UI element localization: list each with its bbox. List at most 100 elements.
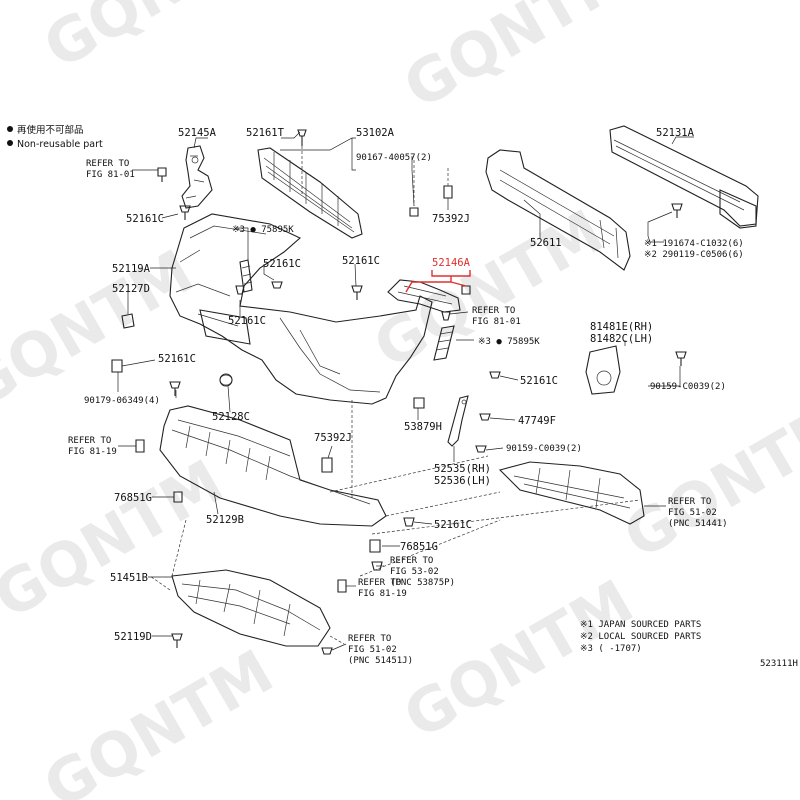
part-label: 52161C	[434, 519, 472, 531]
absorber-52611-drawing	[485, 149, 631, 271]
part-label: 90159-C0039(2)	[506, 444, 582, 454]
refer-label: FIG 81-01	[86, 170, 135, 180]
part-label: 90179-06349(4)	[84, 396, 160, 406]
refer-label: REFER TO	[390, 556, 433, 566]
part-label: 81482C(LH)	[590, 333, 653, 345]
highlight-bracket	[405, 270, 471, 293]
watermark-text: GQNTM	[393, 0, 645, 123]
watermark-text: GQNTM	[613, 387, 800, 573]
refer-label: REFER TO	[472, 306, 515, 316]
strip-75895K-drawing	[239, 259, 455, 361]
refer-label: REFER TO	[68, 436, 111, 446]
part-label: 51451B	[110, 572, 148, 584]
refer-label: FIG 81-19	[358, 589, 407, 599]
part-label: 76851G	[400, 541, 438, 553]
cap-52127D-drawing	[121, 313, 135, 329]
clip-icon	[135, 439, 381, 593]
leader-lines	[117, 131, 694, 651]
part-label: 52161C	[263, 258, 301, 270]
part-label: 52161C	[158, 353, 196, 365]
footnote: ※3 ( -1707)	[580, 644, 642, 654]
clip-icon	[157, 167, 167, 182]
screw-icon	[475, 413, 491, 453]
reinforcement-52131A-drawing	[609, 125, 759, 229]
part-label: 75392J	[432, 213, 470, 225]
screw-icon	[297, 129, 307, 146]
part-label: 52161C	[126, 213, 164, 225]
legend-dot-icon	[7, 140, 13, 146]
refer-label: (PNC 51451J)	[348, 656, 413, 666]
lower-grille-52129B-drawing	[159, 405, 387, 527]
refer-label: REFER TO	[668, 497, 711, 507]
refer-label: FIG 53-02	[390, 567, 439, 577]
part-label: ※1 191674-C1032(6)	[644, 239, 744, 249]
fog-lamp-81481E-drawing	[585, 345, 621, 395]
footnote: ※1 JAPAN SOURCED PARTS	[580, 620, 701, 630]
part-label: ※3 ● 75895K	[232, 225, 294, 235]
clip-icon	[111, 359, 123, 373]
screw-icon	[169, 205, 501, 396]
part-label: 52161C	[342, 255, 380, 267]
part-label: 53102A	[356, 127, 395, 139]
watermark-text: GQNTM	[0, 447, 235, 633]
part-label: 52161C	[520, 375, 558, 387]
part-label: 52131A	[656, 127, 695, 139]
legend-text-en: Non-reusable part	[17, 139, 103, 150]
part-label: 76851G	[114, 492, 152, 504]
part-label: 52536(LH)	[434, 475, 491, 487]
part-label: ※3 ● 75895K	[478, 337, 540, 347]
part-label: 52128C	[212, 411, 250, 423]
relationship-lines	[149, 400, 641, 645]
part-label: 47749F	[518, 415, 556, 427]
refer-label: FIG 51-02	[348, 645, 397, 655]
part-labels: 52145A 52161T 53102A 52131A 90167-40057(…	[68, 127, 744, 666]
part-label: 52119D	[114, 631, 152, 643]
refer-label: (PNC 53875P)	[390, 578, 455, 588]
bolt-icon	[671, 203, 683, 218]
part-label: 53879H	[404, 421, 442, 433]
watermark-text: GQNTM	[393, 567, 645, 753]
screw-icon	[171, 633, 333, 655]
footnote: ※2 LOCAL SOURCED PARTS	[580, 632, 701, 642]
refer-label: (PNC 51441)	[668, 519, 728, 529]
clip-icon	[413, 397, 425, 409]
refer-label: REFER TO	[86, 159, 129, 169]
part-label: 90167-40057(2)	[356, 153, 432, 163]
bracket-52535-drawing	[447, 395, 469, 447]
cap-52128C-drawing	[219, 373, 233, 387]
part-label: 52145A	[178, 127, 217, 139]
screw-icon	[675, 351, 687, 366]
part-label: 75392J	[314, 432, 352, 444]
under-cover-51441-drawing	[498, 461, 645, 525]
part-label: 52161C	[228, 315, 266, 327]
legend-dot-icon	[7, 126, 13, 132]
clip-icon	[409, 185, 453, 217]
part-label-highlighted: 52146A	[432, 257, 471, 269]
part-label: 52611	[530, 237, 562, 249]
refer-label: FIG 81-01	[472, 317, 521, 327]
part-label: 81481E(RH)	[590, 321, 653, 333]
screw-icon	[371, 517, 415, 571]
under-cover-51451B-drawing	[171, 569, 331, 647]
footnotes: ※1 JAPAN SOURCED PARTS ※2 LOCAL SOURCED …	[580, 620, 798, 669]
refer-label: REFER TO	[348, 634, 391, 644]
watermark-text: GQNTM	[33, 637, 285, 800]
part-label: 52161T	[246, 127, 285, 139]
part-label: 52129B	[206, 514, 244, 526]
bracket-52145A-drawing	[181, 145, 213, 209]
grille-53102A-drawing	[257, 147, 363, 239]
part-label: ※2 290119-C0506(6)	[644, 250, 744, 260]
watermark-text: GQNTM	[33, 0, 285, 83]
refer-label: FIG 51-02	[668, 508, 717, 518]
refer-label: REFER TO	[358, 578, 401, 588]
part-label: 52535(RH)	[434, 463, 491, 475]
legend: 再使用不可部品 Non-reusable part	[7, 124, 103, 150]
figure-code: 523111H	[760, 659, 798, 669]
part-label: 52119A	[112, 263, 151, 275]
part-label: 52127D	[112, 283, 150, 295]
refer-label: FIG 81-19	[68, 447, 117, 457]
retainer-52146A-drawing	[387, 279, 471, 321]
part-label: 90159-C0039(2)	[650, 382, 726, 392]
legend-text-jp: 再使用不可部品	[17, 124, 84, 136]
